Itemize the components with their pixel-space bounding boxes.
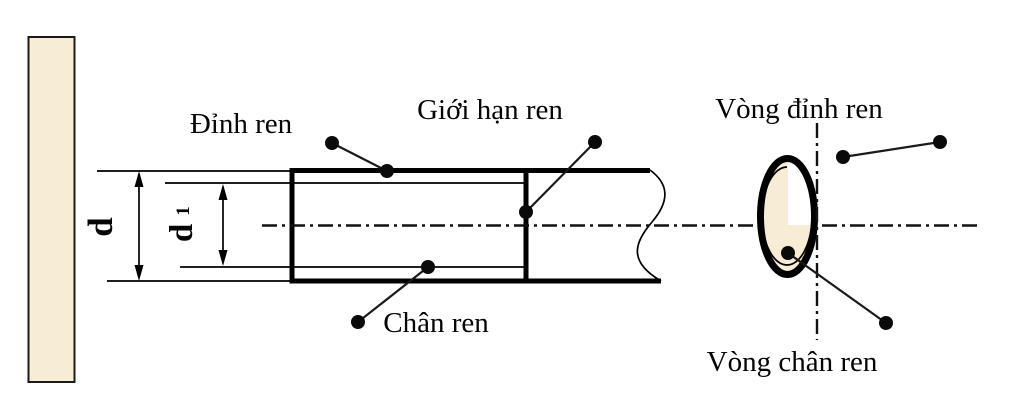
break-line [636,169,666,282]
leader-line-root-circle [787,252,887,324]
label-thread-limit: Giới hạn ren [417,94,563,126]
dimension-label-d1-base: d [164,224,200,242]
thread-end-view [757,123,819,340]
label-crest-circle: Vòng đỉnh ren [715,93,883,125]
leader-thread-limit [519,135,602,219]
crest-circle-outline [757,155,818,278]
arrowhead-d1-bottom [218,250,228,266]
leader-line-crest [331,142,388,172]
arrowhead-d-bottom [134,265,144,281]
leader-line-root [357,266,429,323]
dimension-d1: d 1 [164,184,228,266]
leader-dot [933,135,947,149]
leader-line-thread-limit [525,141,596,213]
leader-line-crest-circle [842,140,941,159]
arrowhead-d1-top [218,184,228,200]
arrowhead-d-top [134,171,144,187]
label-crest: Đỉnh ren [190,108,293,140]
leader-dot [519,205,533,219]
dimension-label-d: d [81,217,120,237]
dimension-label-d1-subscript: 1 [173,206,194,216]
leader-root [351,260,435,329]
dimension-d: d [81,171,144,281]
leader-dot [879,316,893,330]
leader-dot [325,136,339,150]
label-root: Chân ren [383,307,489,339]
leader-dot [351,315,365,329]
leader-dot [836,150,850,164]
thin-lines [97,170,526,282]
label-root-circle: Vòng chân ren [707,346,878,378]
leader-dot [781,246,795,260]
leader-dot [380,164,394,178]
leader-dot [588,135,602,149]
leader-root-circle [781,246,893,330]
leader-crest [325,136,394,178]
leader-crest-circle [836,135,947,164]
leader-dot [421,260,435,274]
material-bar [27,36,76,383]
